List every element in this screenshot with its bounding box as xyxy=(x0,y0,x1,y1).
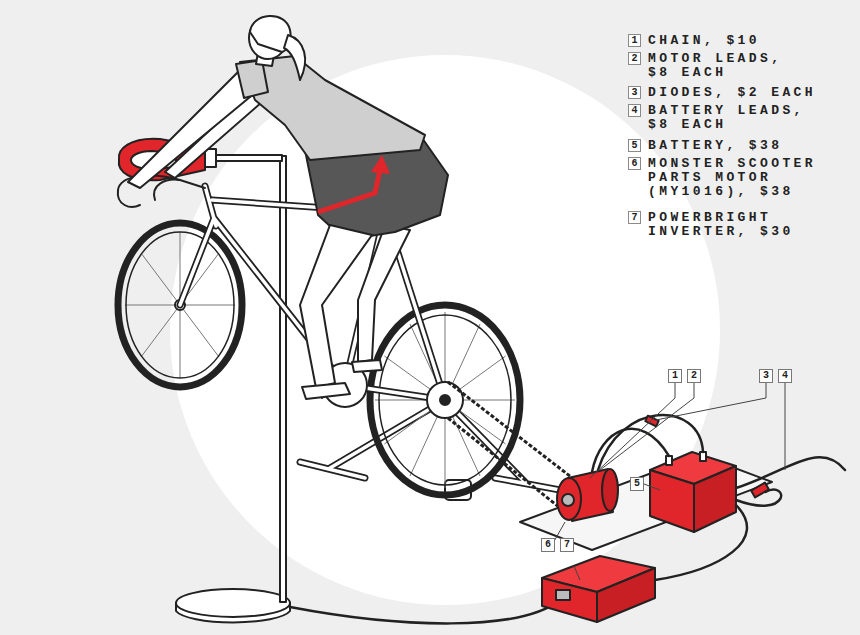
motor-pulley xyxy=(562,494,574,506)
callout-number: 7 xyxy=(561,539,573,551)
callout-box: 2 xyxy=(687,369,701,383)
part-list-item: 2MOTOR LEADS, $8 EACH xyxy=(628,52,641,65)
lamp-cord xyxy=(290,600,560,623)
rear-rim xyxy=(379,315,511,485)
callout-box: 4 xyxy=(778,369,792,383)
callout-number: 5 xyxy=(631,478,643,490)
leader-line xyxy=(600,383,694,470)
part-label: POWERBRIGHT INVERTER, $30 xyxy=(648,211,843,239)
callout-number: 6 xyxy=(629,158,640,169)
leader-line xyxy=(785,383,786,470)
near-shoe xyxy=(302,383,350,399)
rear-sprocket xyxy=(427,382,463,418)
part-label: DIODES, $2 EACH xyxy=(648,86,843,100)
far-shoe xyxy=(352,360,382,372)
leader-line xyxy=(656,383,766,420)
part-list-item: 6MONSTER SCOOTER PARTS MOTOR (MY1016), $… xyxy=(628,157,641,170)
battery-lead xyxy=(655,505,747,580)
part-list-item: 4BATTERY LEADS, $8 EACH xyxy=(628,104,641,117)
callout-number: 1 xyxy=(629,35,640,46)
callout-number: 3 xyxy=(629,87,640,98)
battery-lead xyxy=(736,457,845,488)
rear-tire xyxy=(370,305,520,495)
near-leg xyxy=(300,225,372,388)
callout-box: 1 xyxy=(668,369,682,383)
motor-face xyxy=(557,478,581,520)
battery-terminal xyxy=(666,456,672,465)
motion-arrow xyxy=(318,170,380,212)
part-list-item: 3DIODES, $2 EACH xyxy=(628,86,641,99)
callout-number: 4 xyxy=(779,370,791,382)
callout-box: 5 xyxy=(630,477,644,491)
inverter-front xyxy=(542,578,597,622)
callout-number: 1 xyxy=(669,370,681,382)
part-label: MOTOR LEADS, $8 EACH xyxy=(648,52,808,80)
part-label: BATTERY LEADS, $8 EACH xyxy=(648,104,823,132)
wheel-spoke xyxy=(384,356,505,444)
motion-arrow-head xyxy=(371,155,390,174)
motor-end xyxy=(602,469,618,511)
wheel-spoke xyxy=(410,324,480,476)
lamp-pole xyxy=(280,156,286,602)
inverter-side xyxy=(597,568,655,622)
part-label: MONSTER SCOOTER PARTS MOTOR (MY1016), $3… xyxy=(648,157,843,199)
ponytail xyxy=(284,35,305,80)
callout-number: 2 xyxy=(629,53,640,64)
callout-number: 2 xyxy=(688,370,700,382)
handlebar xyxy=(154,180,180,200)
battery-side xyxy=(694,466,736,532)
inverter-outlet xyxy=(556,590,570,600)
part-list-item: 7POWERBRIGHT INVERTER, $30 xyxy=(628,211,641,224)
battery-terminal xyxy=(700,452,706,461)
leader-line xyxy=(574,566,580,580)
callout-box: 7 xyxy=(560,538,574,552)
part-label: CHAIN, $10 xyxy=(648,34,843,48)
rear-hub xyxy=(440,395,450,405)
callout-number: 4 xyxy=(629,105,640,116)
component-board xyxy=(520,455,772,550)
far-leg xyxy=(358,225,410,362)
part-list-item: 5BATTERY, $38 xyxy=(628,139,641,152)
battery-front xyxy=(650,470,694,532)
motor-lead xyxy=(598,415,703,470)
lamp-arm xyxy=(214,155,282,161)
lead-plug xyxy=(751,483,769,498)
chain xyxy=(448,382,575,520)
leader-line xyxy=(644,484,660,490)
callout-number: 6 xyxy=(542,539,554,551)
near-arm xyxy=(128,70,256,188)
callout-number: 3 xyxy=(760,370,772,382)
handlebar-stem xyxy=(180,180,205,188)
leader-line xyxy=(590,383,675,478)
callout-number: 7 xyxy=(629,212,640,223)
part-list-item: 1CHAIN, $10 xyxy=(628,34,641,47)
callout-box: 6 xyxy=(541,538,555,552)
shirt xyxy=(240,56,425,160)
callout-number: 5 xyxy=(629,140,640,151)
part-label: BATTERY, $38 xyxy=(648,139,843,153)
lamp-base xyxy=(176,589,290,617)
callout-box: 3 xyxy=(759,369,773,383)
